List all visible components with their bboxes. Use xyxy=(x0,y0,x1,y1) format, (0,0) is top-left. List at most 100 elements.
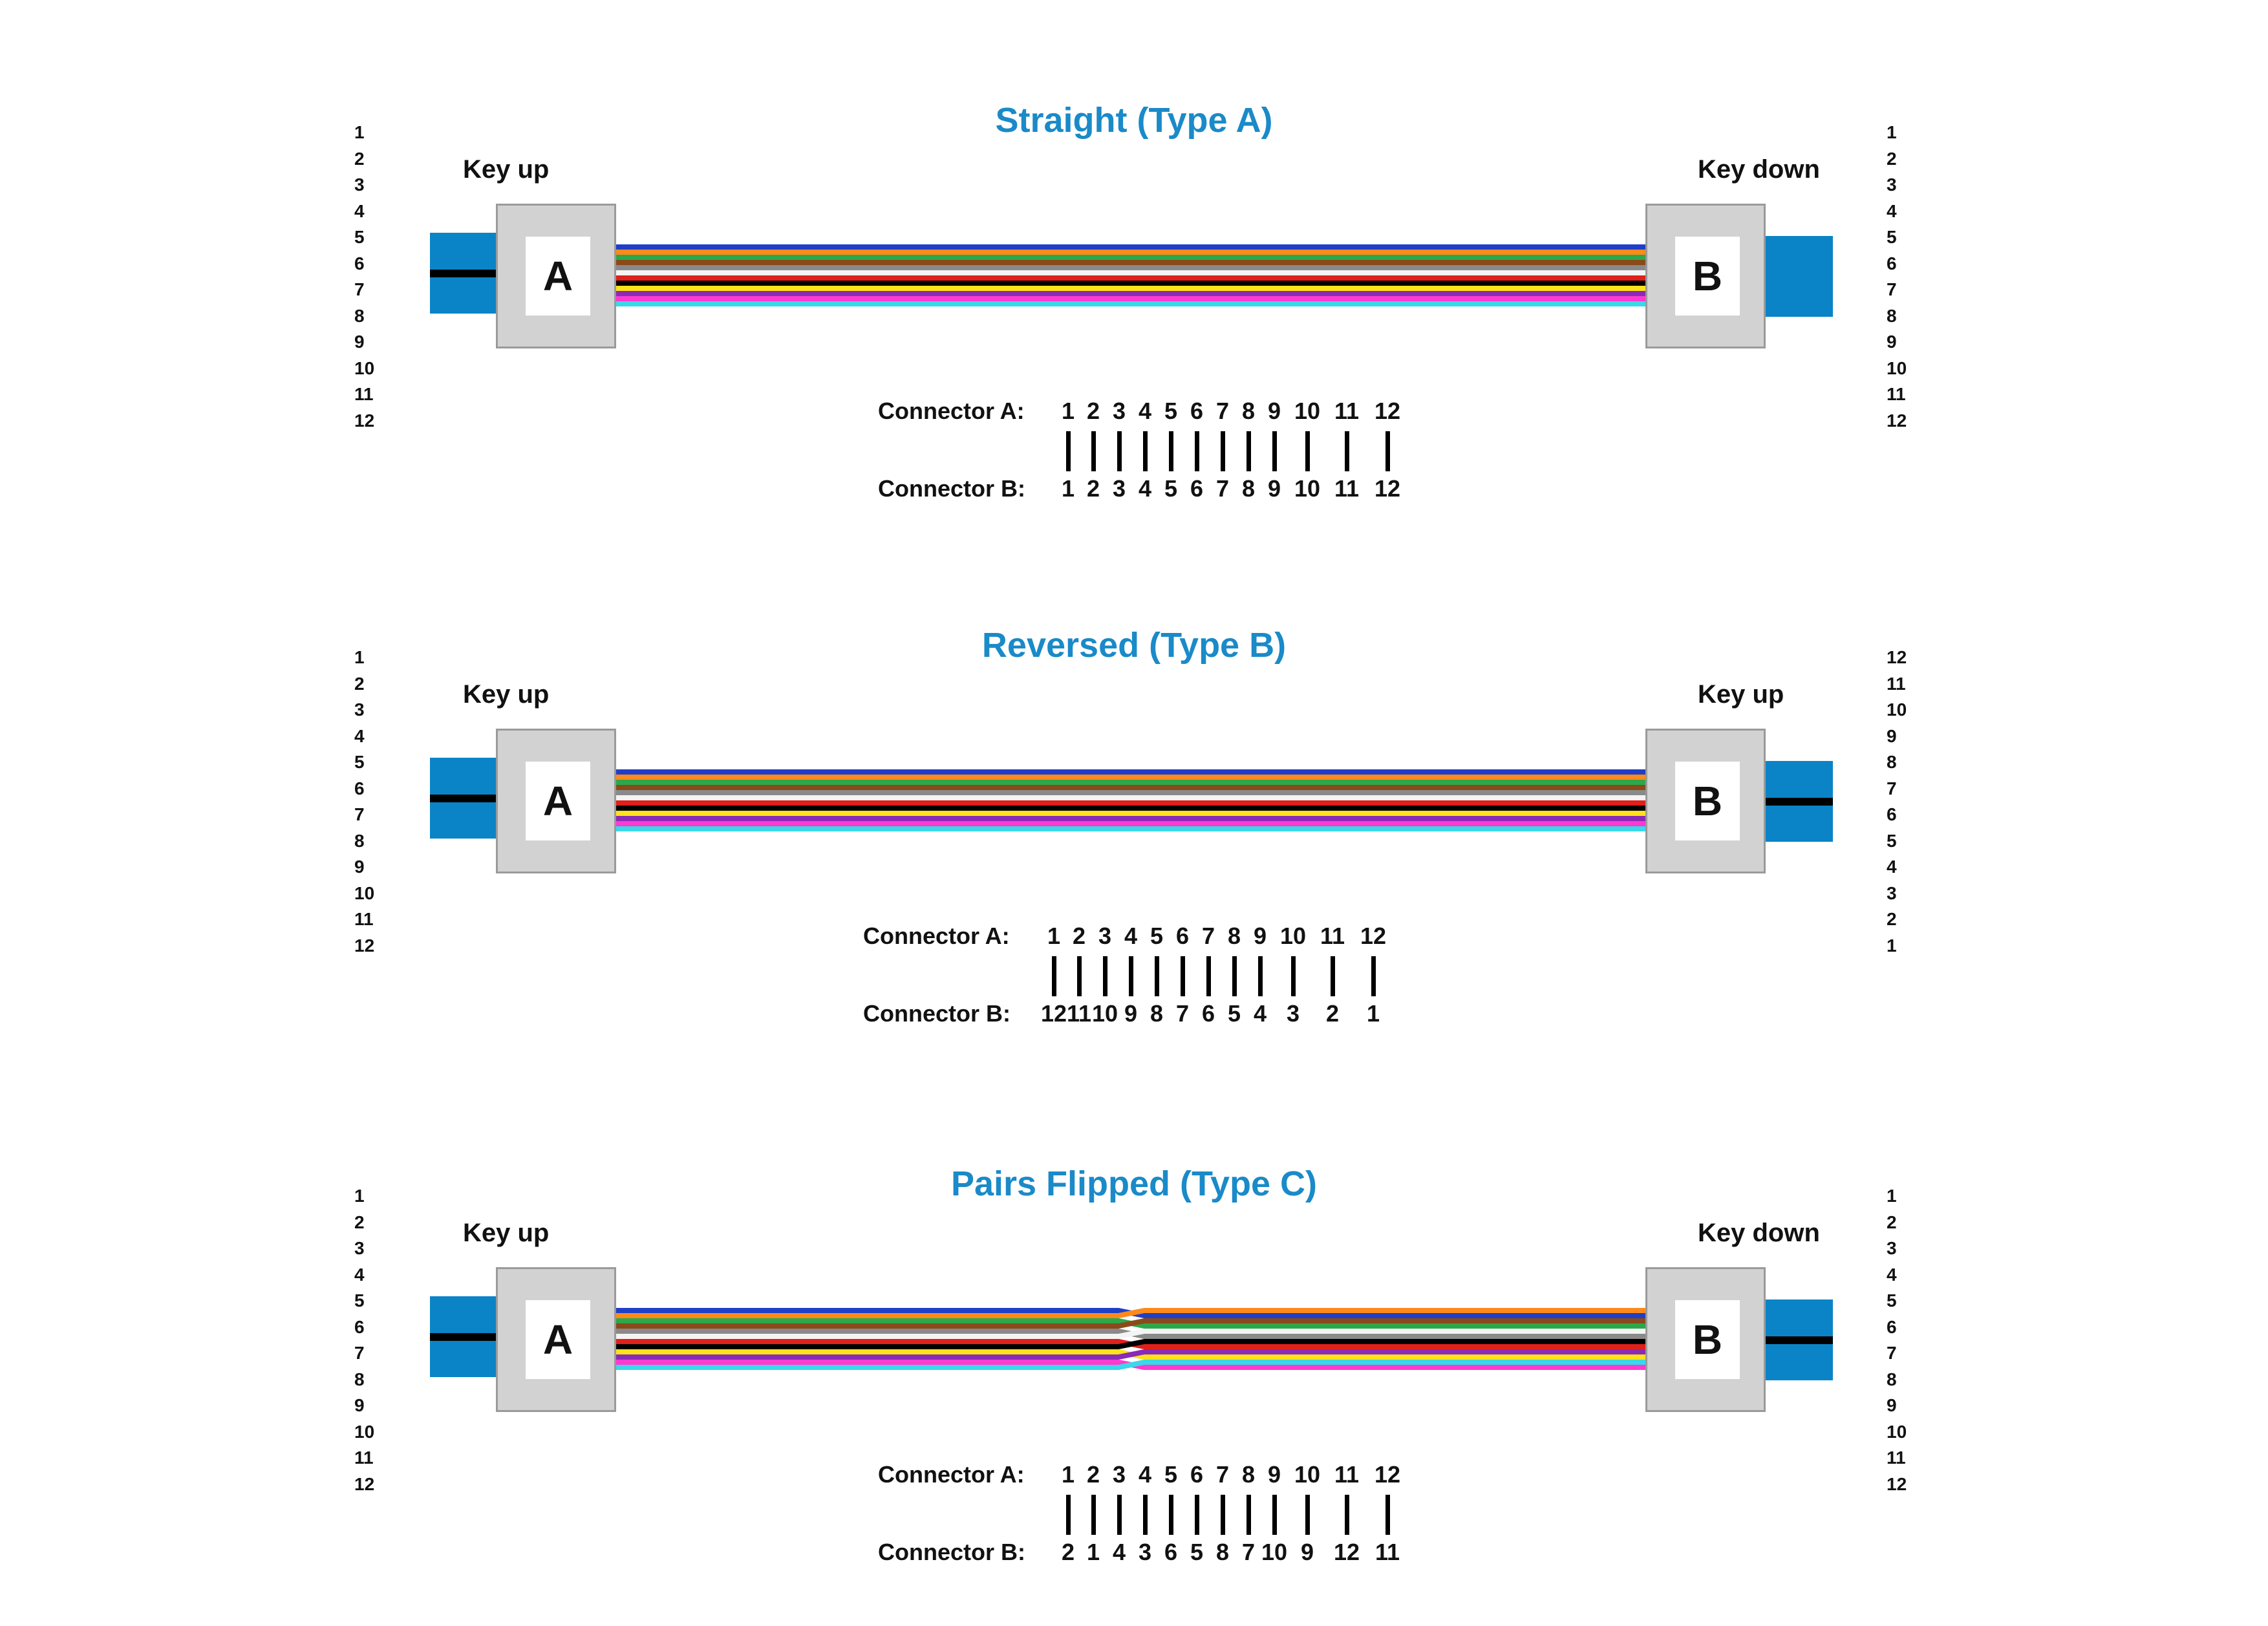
pin-link-line xyxy=(1345,431,1349,471)
pin-number: 12 xyxy=(354,410,375,431)
pin-number: 12 xyxy=(1887,647,1907,667)
connector-a-row-label: Connector A: xyxy=(878,1461,1025,1488)
connector-b-pin: 12 xyxy=(1040,1000,1067,1027)
connector-b[interactable]: B xyxy=(1645,204,1766,348)
boot-key-stripe xyxy=(430,269,498,277)
pin-number: 12 xyxy=(1887,410,1907,431)
pin-number: 12 xyxy=(354,1473,375,1494)
connector-b-row-label: Connector B: xyxy=(878,1539,1025,1565)
connector-b-pin: 10 xyxy=(1294,475,1321,502)
connector-b[interactable]: B xyxy=(1645,729,1766,873)
connector-a-pin: 7 xyxy=(1215,398,1230,424)
connector-b-label: B xyxy=(1675,1300,1740,1379)
connector-b-pin: 9 xyxy=(1300,1539,1314,1565)
connector-a-pin: 3 xyxy=(1112,1461,1126,1488)
connector-b-pin: 8 xyxy=(1241,475,1256,502)
connector-b-label: B xyxy=(1675,237,1740,316)
pin-link-line xyxy=(1066,431,1071,471)
connector-a-label: A xyxy=(526,237,590,316)
pin-number: 2 xyxy=(354,673,365,694)
pin-number: 1 xyxy=(354,647,365,667)
right-boot xyxy=(1765,1300,1833,1380)
connector-b-pin: 6 xyxy=(1190,475,1204,502)
pin-number: 4 xyxy=(1887,857,1897,877)
connector-b[interactable]: B xyxy=(1645,1267,1766,1412)
connector-b-pin: 5 xyxy=(1227,1000,1241,1027)
right-key-label: Key down xyxy=(1698,155,1820,184)
connector-a-pin: 6 xyxy=(1175,923,1190,949)
pin-link-line xyxy=(1129,956,1133,996)
connector-b-row-label: Connector B: xyxy=(863,1000,1011,1027)
pin-link-line xyxy=(1272,431,1277,471)
pin-number: 12 xyxy=(1887,1473,1907,1494)
connector-b-pin: 10 xyxy=(1261,1539,1288,1565)
connector-b-pin: 1 xyxy=(1086,1539,1100,1565)
pin-number: 11 xyxy=(1887,673,1906,694)
pin-number: 11 xyxy=(1887,384,1906,404)
pin-number: 3 xyxy=(1887,175,1897,195)
connector-b-pin: 12 xyxy=(1333,1539,1360,1565)
connector-a[interactable]: A xyxy=(496,204,616,348)
connector-a-pin: 2 xyxy=(1072,923,1086,949)
connector-a-pin: 10 xyxy=(1294,1461,1321,1488)
connector-a-pin: 4 xyxy=(1138,398,1152,424)
pin-number: 7 xyxy=(354,804,365,824)
pin-link-line xyxy=(1195,1495,1199,1535)
fiber-strand xyxy=(614,1339,1649,1349)
connector-a-pin: 12 xyxy=(1360,923,1387,949)
connector-a-pin: 2 xyxy=(1086,1461,1100,1488)
pin-link-line xyxy=(1272,1495,1277,1535)
pin-number: 11 xyxy=(1887,1448,1906,1468)
connector-a-pin: 12 xyxy=(1374,1461,1401,1488)
connector-b-pin: 7 xyxy=(1215,475,1230,502)
pin-number: 4 xyxy=(354,725,365,746)
pin-number: 4 xyxy=(1887,200,1897,221)
pin-number: 9 xyxy=(354,332,365,352)
pin-number: 6 xyxy=(1887,1316,1897,1337)
connector-a-pin: 9 xyxy=(1253,923,1267,949)
fiber-strand xyxy=(614,1318,1649,1329)
pin-number: 7 xyxy=(354,279,365,299)
connector-a-pin: 10 xyxy=(1294,398,1321,424)
pin-link-line xyxy=(1091,431,1096,471)
pin-link-line xyxy=(1345,1495,1349,1535)
pin-number: 9 xyxy=(354,857,365,877)
connector-a-pin: 6 xyxy=(1190,1461,1204,1488)
pin-number: 1 xyxy=(1887,122,1897,142)
pin-number: 2 xyxy=(354,148,365,169)
connector-a[interactable]: A xyxy=(496,729,616,873)
connector-a-pin: 5 xyxy=(1150,923,1164,949)
pin-number: 2 xyxy=(1887,148,1897,169)
pin-link-line xyxy=(1181,956,1185,996)
panel-title: Straight (Type A) xyxy=(995,101,1273,140)
fiber-strand xyxy=(614,1360,1649,1370)
connector-b-pin: 1 xyxy=(1061,475,1075,502)
connector-b-pin: 11 xyxy=(1334,475,1360,502)
pin-link-line xyxy=(1385,1495,1390,1535)
connector-a-row-label: Connector A: xyxy=(863,923,1010,949)
connector-b-pin: 6 xyxy=(1201,1000,1215,1027)
pin-number: 1 xyxy=(1887,1186,1897,1206)
connector-a-pin: 5 xyxy=(1164,398,1178,424)
connector-b-pin: 12 xyxy=(1374,475,1401,502)
fiber-strand xyxy=(614,1329,1649,1339)
connector-b-pin: 10 xyxy=(1091,1000,1118,1027)
pin-number: 6 xyxy=(354,253,365,273)
boot-key-stripe xyxy=(1765,797,1833,806)
left-key-label: Key up xyxy=(463,155,550,184)
connector-a[interactable]: A xyxy=(496,1267,616,1412)
pin-number: 3 xyxy=(354,175,365,195)
pin-link-line xyxy=(1258,956,1263,996)
pin-number: 11 xyxy=(354,909,374,929)
pin-number: 10 xyxy=(354,1421,375,1442)
connector-a-pin: 3 xyxy=(1098,923,1112,949)
connector-b-pin: 9 xyxy=(1267,475,1281,502)
connector-b-pin: 5 xyxy=(1164,475,1178,502)
connector-a-pin: 7 xyxy=(1201,923,1215,949)
connector-a-pin: 8 xyxy=(1241,1461,1256,1488)
pin-number: 3 xyxy=(1887,1238,1897,1258)
